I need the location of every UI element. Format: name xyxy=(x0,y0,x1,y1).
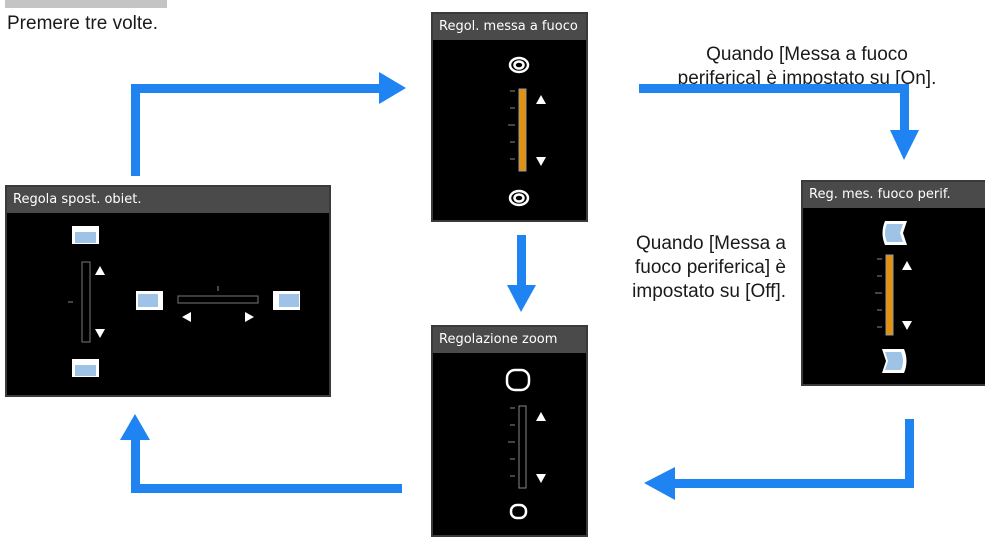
arrow-bottom-right-horizontal xyxy=(675,479,914,488)
shift-right-triangle xyxy=(245,312,254,322)
shift-up-triangle xyxy=(95,266,105,275)
shift-down-triangle xyxy=(95,329,105,338)
peripheral-up-triangle xyxy=(902,261,912,270)
arrow-down-right-shaft xyxy=(900,84,909,130)
focus-controls xyxy=(508,56,546,207)
zoom-wide-icon xyxy=(505,368,531,392)
zoom-screen: Regolazione zoom xyxy=(431,325,588,537)
lens-down-icon xyxy=(72,359,99,377)
peripheral-bottom-icon xyxy=(882,349,907,373)
header-bar xyxy=(5,0,167,8)
lens-shift-controls xyxy=(68,226,300,377)
lens-shift-title: Regola spost. obiet. xyxy=(7,187,329,213)
horizontal-shift-track xyxy=(177,295,259,304)
peripheral-top-icon xyxy=(882,221,907,245)
arrow-top-shaft xyxy=(131,84,379,93)
peripheral-focus-screen: Reg. mes. fuoco perif. xyxy=(801,180,985,386)
zoom-down-triangle xyxy=(536,474,546,483)
peripheral-focus-controls xyxy=(875,221,912,373)
zoom-controls xyxy=(505,368,546,520)
condition-off-line2: fuoco periferica] è xyxy=(634,257,786,278)
lens-right-icon xyxy=(273,291,300,310)
peripheral-down-triangle xyxy=(902,321,912,330)
arrow-middle-head xyxy=(507,285,536,312)
condition-off-line3: impostato su [Off]. xyxy=(632,281,786,302)
lens-left-icon xyxy=(136,291,163,310)
arrow-right-head xyxy=(379,72,406,104)
focus-down-triangle xyxy=(536,157,546,166)
zoom-up-triangle xyxy=(536,412,546,421)
arrow-up-head xyxy=(120,414,150,440)
focus-up-triangle xyxy=(536,95,546,104)
instruction-text: Premere tre volte. xyxy=(7,13,158,34)
condition-off-label: Quando [Messa a fuoco periferica] è impo… xyxy=(556,232,786,304)
peripheral-scale-ticks xyxy=(875,258,882,328)
focus-title: Regol. messa a fuoco xyxy=(433,14,586,40)
arrow-left-head xyxy=(644,467,675,500)
condition-on-line1: Quando [Messa a fuoco xyxy=(706,44,908,65)
arrow-middle-shaft xyxy=(517,235,526,285)
zoom-scale-ticks xyxy=(508,407,515,477)
focus-slider-fill xyxy=(518,88,527,172)
arrow-up-left-shaft xyxy=(131,84,140,176)
arrow-bottom-right-shaft xyxy=(905,419,914,488)
vertical-shift-track xyxy=(81,261,91,343)
condition-off-line1: Quando [Messa a xyxy=(636,233,786,254)
focus-screen: Regol. messa a fuoco xyxy=(431,12,588,222)
peripheral-slider-fill xyxy=(885,254,894,336)
peripheral-focus-title: Reg. mes. fuoco perif. xyxy=(803,182,985,208)
condition-on-label: Quando [Messa a fuoco periferica] è impo… xyxy=(639,43,975,91)
arrow-down-right-head xyxy=(890,130,919,160)
condition-on-line2: periferica] è impostato su [On]. xyxy=(677,68,937,89)
focus-near-icon xyxy=(508,56,530,74)
zoom-slider-track xyxy=(518,405,527,489)
zoom-title: Regolazione zoom xyxy=(433,327,586,353)
focus-far-icon xyxy=(508,189,530,207)
lens-shift-screen: Regola spost. obiet. xyxy=(5,185,331,397)
lens-up-icon xyxy=(72,226,99,244)
arrow-bottom-left-shaft xyxy=(131,484,402,493)
arrow-up-bottom-shaft xyxy=(131,440,140,493)
zoom-tele-icon xyxy=(509,503,528,520)
arrow-top-right-shaft xyxy=(639,84,904,93)
focus-scale-ticks xyxy=(508,90,515,160)
shift-left-triangle xyxy=(182,312,191,322)
